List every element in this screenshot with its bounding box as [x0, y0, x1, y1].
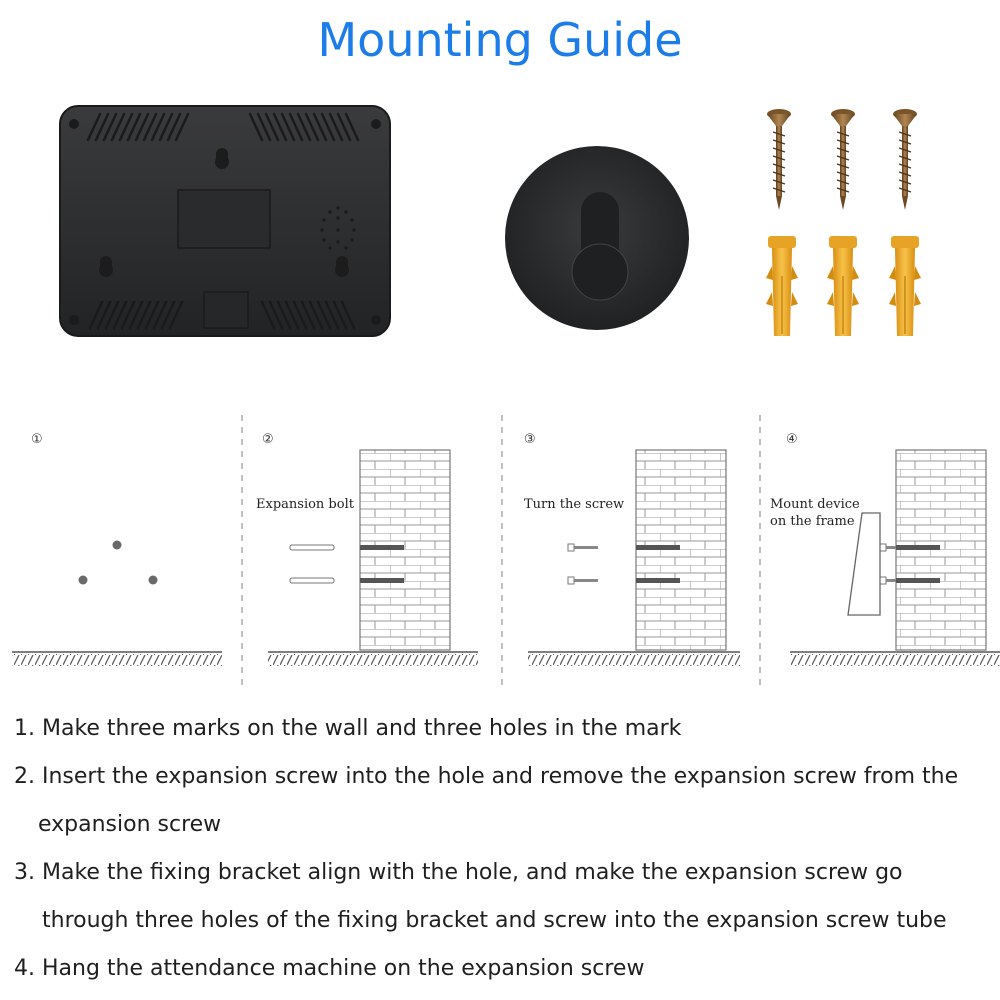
- step3-label: Turn the screw: [524, 497, 625, 512]
- page-title: Mounting Guide: [317, 13, 683, 67]
- step3-number: ③: [524, 432, 536, 447]
- step4-wall: [847, 449, 987, 651]
- step3-wall: [567, 449, 727, 651]
- step1-number: ①: [31, 432, 43, 447]
- step4-label: Mount device on the frame: [770, 497, 860, 529]
- step1-marks: [78, 540, 158, 585]
- step2-label: Expansion bolt: [256, 497, 354, 512]
- screws-photo: [767, 109, 917, 210]
- instruction-1: 1. Make three marks on the wall and thre…: [14, 716, 682, 741]
- keyhole-closeup-photo: [505, 146, 689, 330]
- step2-wall: [289, 449, 451, 651]
- floor-lines: [12, 651, 1000, 666]
- instruction-4: 4. Hang the attendance machine on the ex…: [14, 956, 645, 981]
- installation-diagrams: [12, 415, 1000, 687]
- anchors-photo: [766, 236, 921, 336]
- product-photos: [59, 105, 921, 337]
- instruction-3a: 3. Make the fixing bracket align with th…: [14, 860, 903, 885]
- device-back-photo: [59, 105, 391, 337]
- step4-number: ④: [786, 432, 798, 447]
- instruction-2a: 2. Insert the expansion screw into the h…: [14, 764, 959, 789]
- instruction-3b: through three holes of the fixing bracke…: [42, 908, 947, 933]
- instruction-2b: expansion screw: [38, 812, 222, 837]
- step2-number: ②: [262, 432, 274, 447]
